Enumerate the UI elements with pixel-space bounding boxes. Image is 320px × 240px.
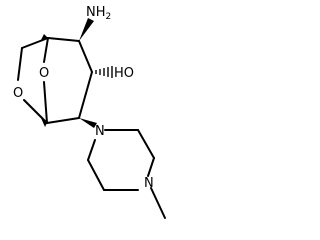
bond-ca-cb	[137, 129, 155, 159]
bond-cb-n4	[147, 157, 155, 177]
stereo-bonds	[41, 18, 113, 128]
bond-cc-cd	[87, 159, 105, 191]
wedge-c4-nh2	[79, 18, 94, 41]
label-o-bridge-top: O	[39, 66, 49, 81]
bond-ch2-o	[17, 47, 23, 81]
bond-obridge-c1	[43, 81, 48, 124]
bond-c4-c3	[78, 40, 93, 73]
label-n-piperazine-1: N	[95, 124, 105, 139]
label-nh2: NH2	[86, 5, 111, 22]
bond-c5-obridge	[43, 37, 49, 63]
wedge-c5-bridgehead	[41, 34, 48, 40]
hash-c3-oh	[95, 66, 113, 78]
label-o-bridge-bottom: O	[13, 86, 23, 101]
bond-o-c1	[23, 99, 48, 124]
wedge-c2-n1	[79, 118, 97, 128]
label-oh: HO	[114, 66, 134, 81]
molecule-structure: NH2 HO O O N N	[13, 5, 166, 219]
wedge-c1-bridgehead	[41, 118, 47, 127]
bond-c5-c4	[47, 37, 80, 42]
bond-c2-c1	[46, 117, 80, 124]
bond-cd-n1	[87, 139, 96, 161]
bond-c5-ch2	[21, 37, 49, 49]
bond-lines	[17, 37, 166, 219]
bond-c3-c2	[78, 71, 93, 119]
label-n-piperazine-4: N	[144, 176, 154, 191]
bond-n4-methyl	[150, 187, 166, 219]
